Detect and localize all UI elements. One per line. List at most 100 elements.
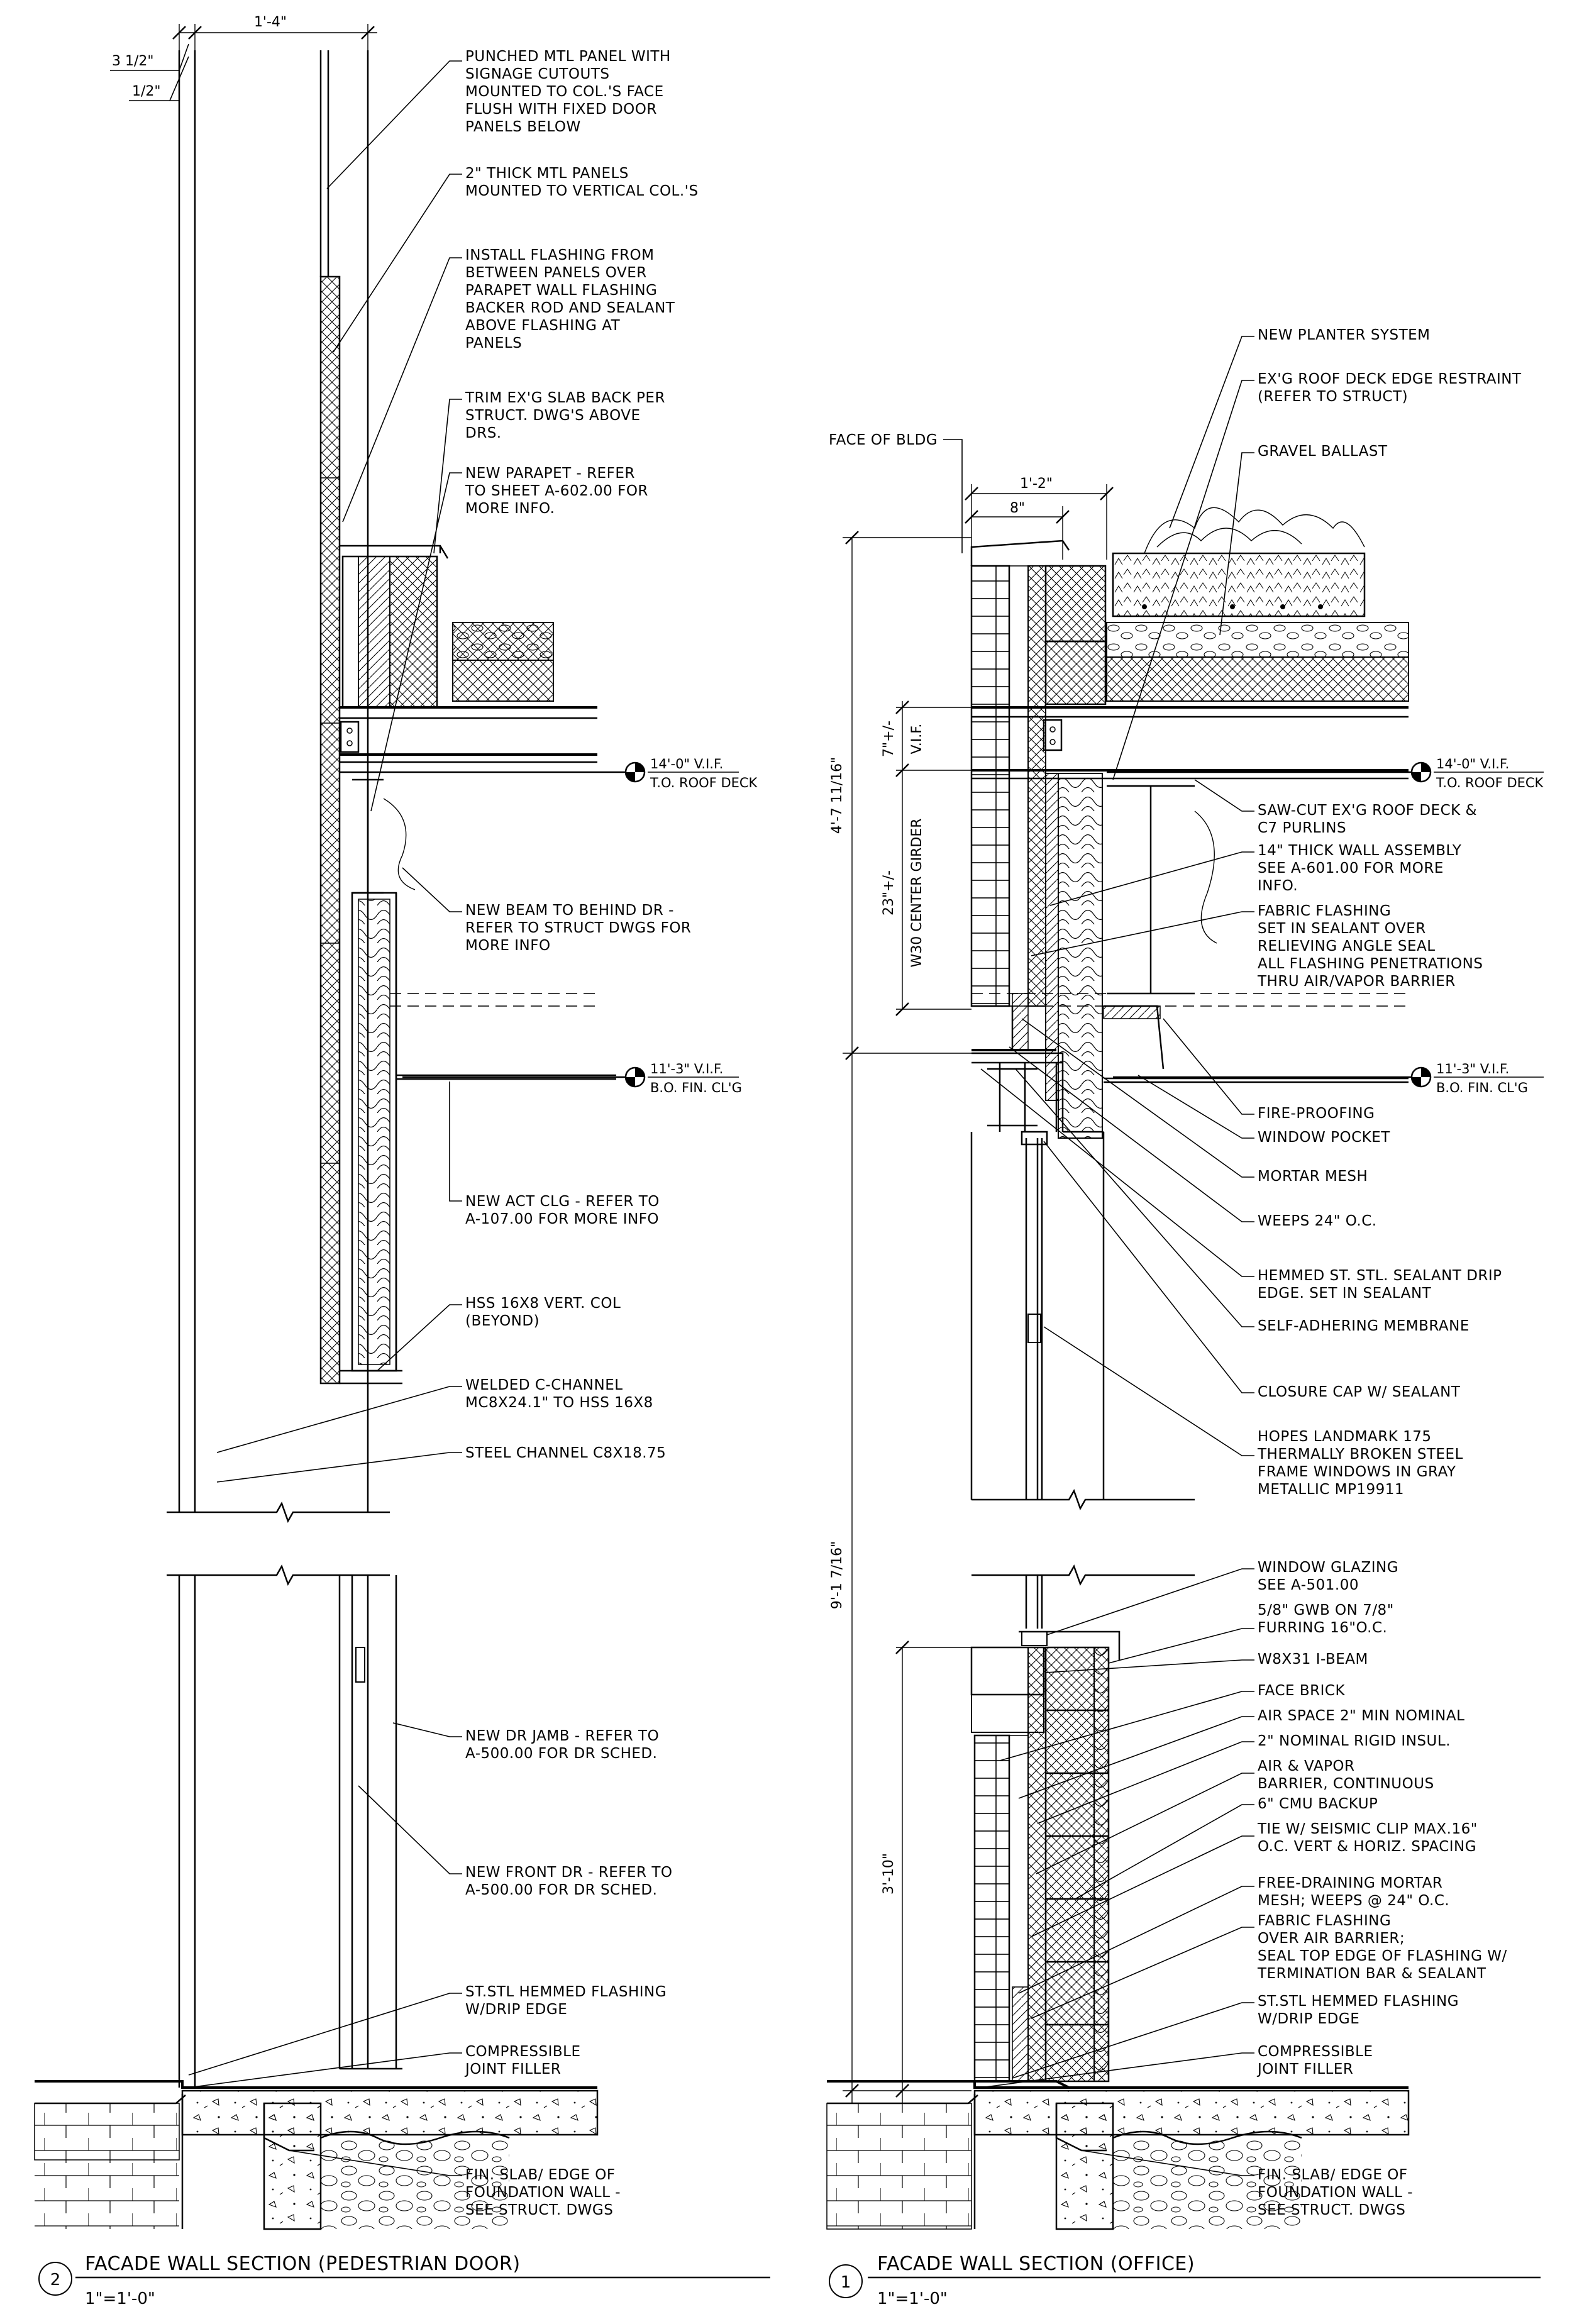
- detail-office: FACE OF BLDG 1'-2" 8" 4'-7 11/16" 9'-1 7…: [826, 327, 1544, 2308]
- door-beam-column: [340, 778, 616, 1385]
- office-gravel-ballast: [1112, 552, 1366, 617]
- door-ceiling-label: B.O. FIN. CL'G: [650, 1080, 742, 1095]
- office-note-24c: SEAL TOP EDGE OF FLASHING W/: [1258, 1948, 1507, 1964]
- svg-text:2" THICK MTL PANELS: 2" THICK MTL PANELS: [465, 165, 629, 182]
- office-dim-upper-total: 4'-7 11/16": [829, 757, 845, 834]
- office-face-label: FACE OF BLDG: [829, 432, 938, 448]
- office-note-8: MORTAR MESH: [1258, 1168, 1368, 1185]
- svg-text:NEW FRONT DR - REFER TO: NEW FRONT DR - REFER TO: [465, 1864, 673, 1881]
- svg-text:PANELS BELOW: PANELS BELOW: [465, 119, 581, 135]
- office-note-10a: HEMMED ST. STL. SEALANT DRIP: [1258, 1268, 1502, 1284]
- office-note-23b: MESH; WEEPS @ 24" O.C.: [1258, 1893, 1449, 1909]
- office-note-15a: 5/8" GWB ON 7/8": [1258, 1602, 1394, 1618]
- office-note-10b: EDGE. SET IN SEALANT: [1258, 1285, 1432, 1302]
- office-vertical-dimensions: 4'-7 11/16" 9'-1 7/16" 7"+/- V.I.F. 23"+…: [829, 531, 971, 2103]
- svg-text:A-500.00 FOR DR SCHED.: A-500.00 FOR DR SCHED.: [465, 1882, 657, 1898]
- office-leaders: [980, 336, 1254, 2176]
- office-note-4c: INFO.: [1258, 878, 1298, 894]
- office-wall-lower: [970, 1630, 1121, 2089]
- office-wall-upper: [970, 540, 1409, 1500]
- door-leaders: [188, 60, 462, 2176]
- door-note-12: ST.STL HEMMED FLASHING W/DRIP EDGE: [465, 1984, 667, 2018]
- office-detail-title: FACADE WALL SECTION (OFFICE): [877, 2253, 1195, 2275]
- svg-text:SEE STRUCT. DWGS: SEE STRUCT. DWGS: [465, 2202, 613, 2218]
- door-foundation-wall: [263, 2102, 322, 2230]
- office-note-14a: WINDOW GLAZING: [1258, 1559, 1398, 1576]
- door-dim-offset-b: 1/2": [132, 84, 161, 99]
- door-note-4: NEW PARAPET - REFER TO SHEET A-602.00 FO…: [465, 465, 648, 517]
- door-note-2: INSTALL FLASHING FROM BETWEEN PANELS OVE…: [465, 247, 675, 351]
- door-slab-foundation: [34, 2080, 599, 2230]
- office-note-9: WEEPS 24" O.C.: [1258, 1213, 1377, 1229]
- office-note-15b: FURRING 16"O.C.: [1258, 1620, 1387, 1636]
- door-top-dimensions: 1'-4" 3 1/2" 1/2": [110, 14, 377, 101]
- office-planter: [1106, 507, 1409, 702]
- office-dim-sill: 3'-10": [881, 1853, 897, 1895]
- svg-text:MORE INFO: MORE INFO: [465, 938, 551, 954]
- door-ceiling-elev: 11'-3" V.I.F.: [650, 1061, 723, 1076]
- office-note-27c: SEE STRUCT. DWGS: [1258, 2202, 1405, 2218]
- office-note-20a: AIR & VAPOR: [1258, 1758, 1355, 1774]
- svg-text:REFER TO STRUCT DWGS FOR: REFER TO STRUCT DWGS FOR: [465, 920, 691, 936]
- door-break-line-lower: [167, 1564, 390, 1586]
- door-note-7: HSS 16X8 VERT. COL (BEYOND): [465, 1295, 621, 1329]
- svg-text:ABOVE FLASHING AT: ABOVE FLASHING AT: [465, 318, 621, 334]
- svg-text:MC8X24.1" TO HSS 16X8: MC8X24.1" TO HSS 16X8: [465, 1395, 653, 1411]
- office-note-25b: W/DRIP EDGE: [1258, 2011, 1359, 2027]
- door-note-13: COMPRESSIBLE JOINT FILLER: [464, 2044, 580, 2078]
- door-detail-title: FACADE WALL SECTION (PEDESTRIAN DOOR): [85, 2253, 521, 2275]
- office-dim-girder: 23"+/-: [881, 870, 897, 916]
- office-ceiling-elev: 11'-3" V.I.F.: [1436, 1061, 1509, 1076]
- office-note-13a: HOPES LANDMARK 175: [1258, 1429, 1432, 1445]
- office-note-5c: RELIEVING ANGLE SEAL: [1258, 938, 1436, 954]
- office-note-22a: TIE W/ SEISMIC CLIP MAX.16": [1257, 1821, 1478, 1837]
- office-foundation-wall: [1055, 2102, 1114, 2230]
- office-detail-scale: 1"=1'-0": [877, 2289, 948, 2308]
- svg-text:JOINT FILLER: JOINT FILLER: [464, 2061, 561, 2078]
- office-break-line-lower: [971, 1564, 1195, 1586]
- office-note-22b: O.C. VERT & HORIZ. SPACING: [1258, 1839, 1476, 1855]
- office-notes: NEW PLANTER SYSTEM EX'G ROOF DECK EDGE R…: [1256, 327, 1522, 2218]
- office-note-4a: 14" THICK WALL ASSEMBLY: [1258, 843, 1462, 859]
- office-dim-lower-total: 9'-1 7/16": [829, 1541, 845, 1610]
- office-dim-vif-label: V.I.F.: [909, 724, 925, 755]
- door-floor-slab: [181, 2089, 599, 2136]
- svg-text:NEW BEAM TO BEHIND DR -: NEW BEAM TO BEHIND DR -: [465, 902, 674, 919]
- office-note-20b: BARRIER, CONTINUOUS: [1258, 1776, 1434, 1792]
- door-column-upper: [178, 50, 369, 1512]
- office-level-marker-roof: 14'-0" V.I.F. T.O. ROOF DECK: [1107, 756, 1544, 790]
- door-note-5: NEW BEAM TO BEHIND DR - REFER TO STRUCT …: [465, 902, 691, 954]
- svg-text:A-107.00 FOR MORE INFO: A-107.00 FOR MORE INFO: [465, 1211, 659, 1227]
- svg-text:BACKER ROD AND SEALANT: BACKER ROD AND SEALANT: [465, 300, 675, 316]
- office-roof-elev: 14'-0" V.I.F.: [1436, 756, 1509, 772]
- svg-text:DRS.: DRS.: [465, 425, 502, 441]
- door-metal-panels: [319, 275, 341, 1385]
- svg-text:MORE INFO.: MORE INFO.: [465, 501, 555, 517]
- door-note-11: NEW FRONT DR - REFER TO A-500.00 FOR DR …: [465, 1864, 673, 1898]
- office-dim-girder-label: W30 CENTER GIRDER: [909, 818, 925, 967]
- office-note-24d: TERMINATION BAR & SEALANT: [1257, 1966, 1486, 1982]
- svg-text:TRIM EX'G SLAB BACK PER: TRIM EX'G SLAB BACK PER: [465, 390, 665, 406]
- office-note-12: CLOSURE CAP W/ SEALANT: [1258, 1384, 1461, 1400]
- office-note-27b: FOUNDATION WALL -: [1258, 2184, 1413, 2201]
- door-roof-elev: 14'-0" V.I.F.: [650, 756, 723, 772]
- door-note-14: FIN. SLAB/ EDGE OF FOUNDATION WALL - SEE…: [465, 2167, 621, 2218]
- office-note-5e: THRU AIR/VAPOR BARRIER: [1257, 973, 1456, 990]
- door-column-insulation: [358, 899, 390, 1365]
- office-note-13d: METALLIC MP19911: [1258, 1481, 1404, 1498]
- door-dim-overall: 1'-4": [254, 14, 287, 30]
- svg-text:HSS 16X8 VERT. COL: HSS 16X8 VERT. COL: [465, 1295, 621, 1312]
- svg-text:PANELS: PANELS: [465, 335, 522, 351]
- office-note-11: SELF-ADHERING MEMBRANE: [1258, 1318, 1470, 1334]
- door-handle: [355, 1647, 365, 1683]
- office-top-dimensions: 1'-2" 8": [965, 476, 1114, 560]
- office-note-18: AIR SPACE 2" MIN NOMINAL: [1258, 1708, 1464, 1724]
- office-note-19: 2" NOMINAL RIGID INSUL.: [1258, 1733, 1451, 1749]
- office-note-24a: FABRIC FLASHING: [1258, 1913, 1391, 1929]
- office-note-23a: FREE-DRAINING MORTAR: [1258, 1875, 1442, 1891]
- detail-pedestrian-door: 1'-4" 3 1/2" 1/2": [34, 14, 770, 2308]
- door-roof-label: T.O. ROOF DECK: [650, 775, 758, 790]
- door-detail-number: 2: [50, 2271, 61, 2289]
- office-note-6: FIRE-PROOFING: [1258, 1105, 1375, 1122]
- office-slab-foundation: [826, 2080, 1410, 2230]
